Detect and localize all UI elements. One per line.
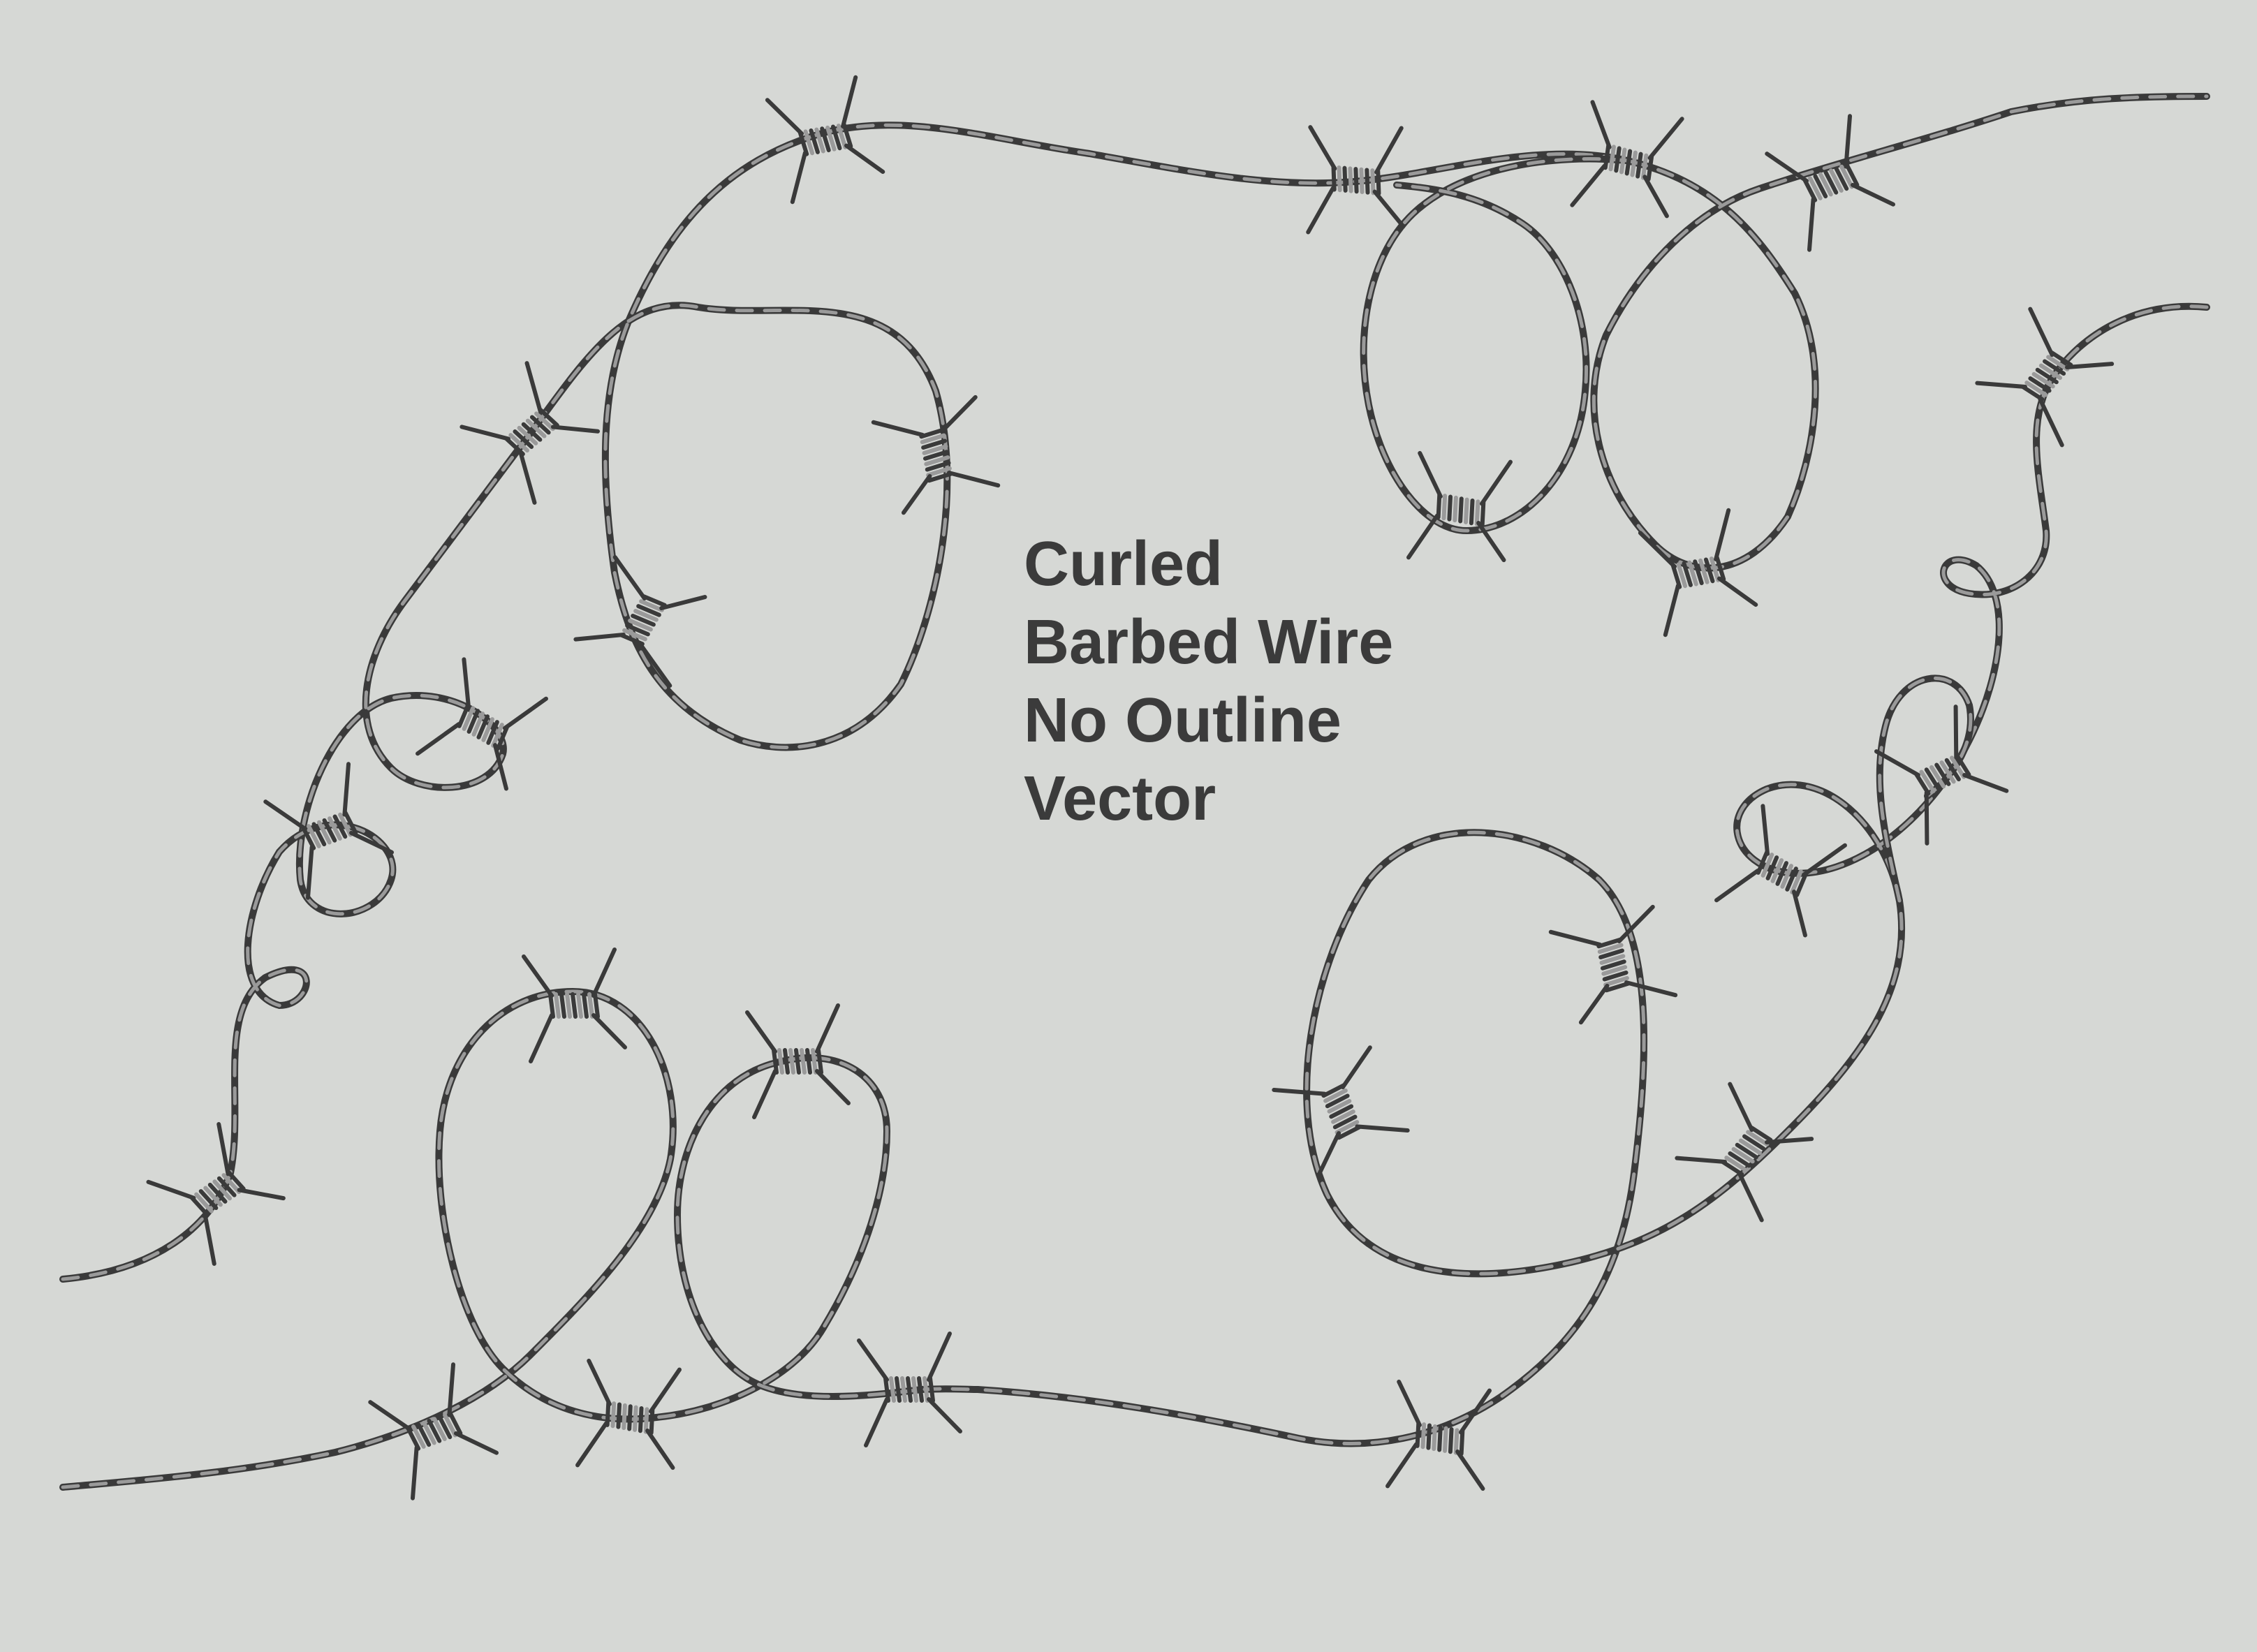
wire-strand-dark bbox=[1351, 93, 2210, 572]
wire-strand-twist bbox=[976, 304, 2209, 1445]
caption-text-block: Curled Barbed Wire No Outline Vector bbox=[1024, 525, 1393, 838]
wire-strand-twist bbox=[1362, 157, 1629, 533]
barb bbox=[146, 1122, 286, 1266]
barb bbox=[1406, 450, 1513, 563]
barb bbox=[1548, 904, 1678, 1025]
caption-line-2: Barbed Wire bbox=[1024, 607, 1394, 677]
barb bbox=[263, 762, 394, 900]
barb bbox=[1638, 508, 1758, 637]
barb bbox=[857, 1332, 962, 1447]
wire-strand-twist bbox=[1353, 94, 2209, 570]
barb bbox=[765, 75, 885, 205]
barb bbox=[416, 657, 548, 791]
caption-line-3: No Outline bbox=[1024, 686, 1341, 755]
barb bbox=[522, 947, 627, 1063]
wire-barbs bbox=[146, 75, 2115, 1500]
wire-strand-twist bbox=[61, 123, 1357, 1281]
barb bbox=[575, 1358, 682, 1470]
barb bbox=[1570, 100, 1684, 219]
barb bbox=[1765, 114, 1895, 252]
barb bbox=[573, 555, 707, 688]
caption-line-4: Vector bbox=[1024, 764, 1216, 834]
barb bbox=[1874, 705, 2009, 846]
wire-strand-twist bbox=[1878, 676, 1973, 903]
barb bbox=[1975, 307, 2115, 448]
barb bbox=[1306, 125, 1406, 235]
wire-strand-dark bbox=[1360, 155, 1631, 535]
barb bbox=[1272, 1045, 1410, 1176]
barb bbox=[1675, 1082, 1814, 1223]
barb bbox=[1714, 804, 1847, 938]
barb bbox=[368, 1362, 499, 1500]
wire-strand-dark bbox=[974, 302, 2210, 1447]
barb bbox=[745, 1003, 851, 1119]
barb bbox=[1385, 1379, 1492, 1491]
wire-strand-dark bbox=[59, 987, 981, 1491]
barb bbox=[460, 361, 601, 505]
barb bbox=[871, 394, 1001, 515]
wire-strand-twist bbox=[61, 989, 980, 1489]
caption-line-1: Curled bbox=[1024, 529, 1223, 599]
